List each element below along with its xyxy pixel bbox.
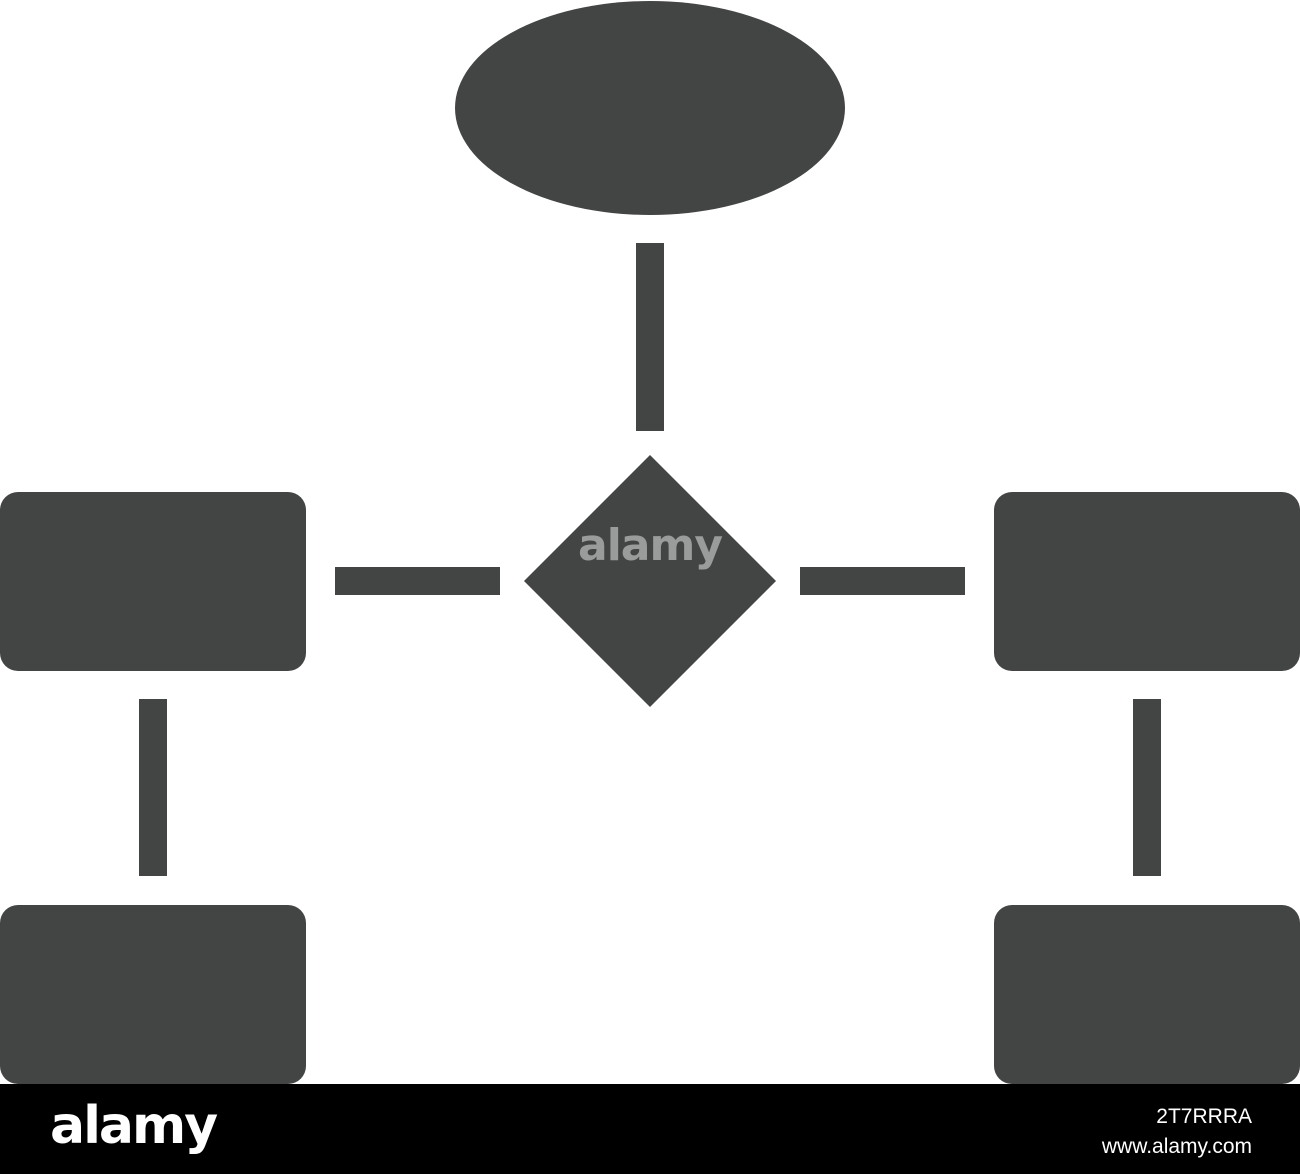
terminal-ellipse [455, 1, 845, 215]
brand-logo: alamy [50, 1096, 218, 1156]
connector-left [335, 567, 500, 595]
connector-right [800, 567, 965, 595]
process-box-right-bottom [994, 905, 1300, 1084]
connector-top [636, 243, 664, 431]
image-info: 2T7RRRA www.alamy.com [1102, 1102, 1252, 1163]
process-box-left-bottom [0, 905, 306, 1084]
site-url: www.alamy.com [1101, 1135, 1252, 1159]
process-box-left-top [0, 492, 306, 671]
connector-left-down [139, 699, 167, 876]
process-box-right-top [994, 492, 1300, 671]
decision-diamond [524, 455, 776, 707]
watermark-text: alamy [578, 520, 722, 571]
connector-right-down [1133, 699, 1161, 876]
footer-bar: alamy 2T7RRRA www.alamy.com [0, 1084, 1300, 1174]
image-code: 2T7RRRA [1156, 1105, 1252, 1128]
